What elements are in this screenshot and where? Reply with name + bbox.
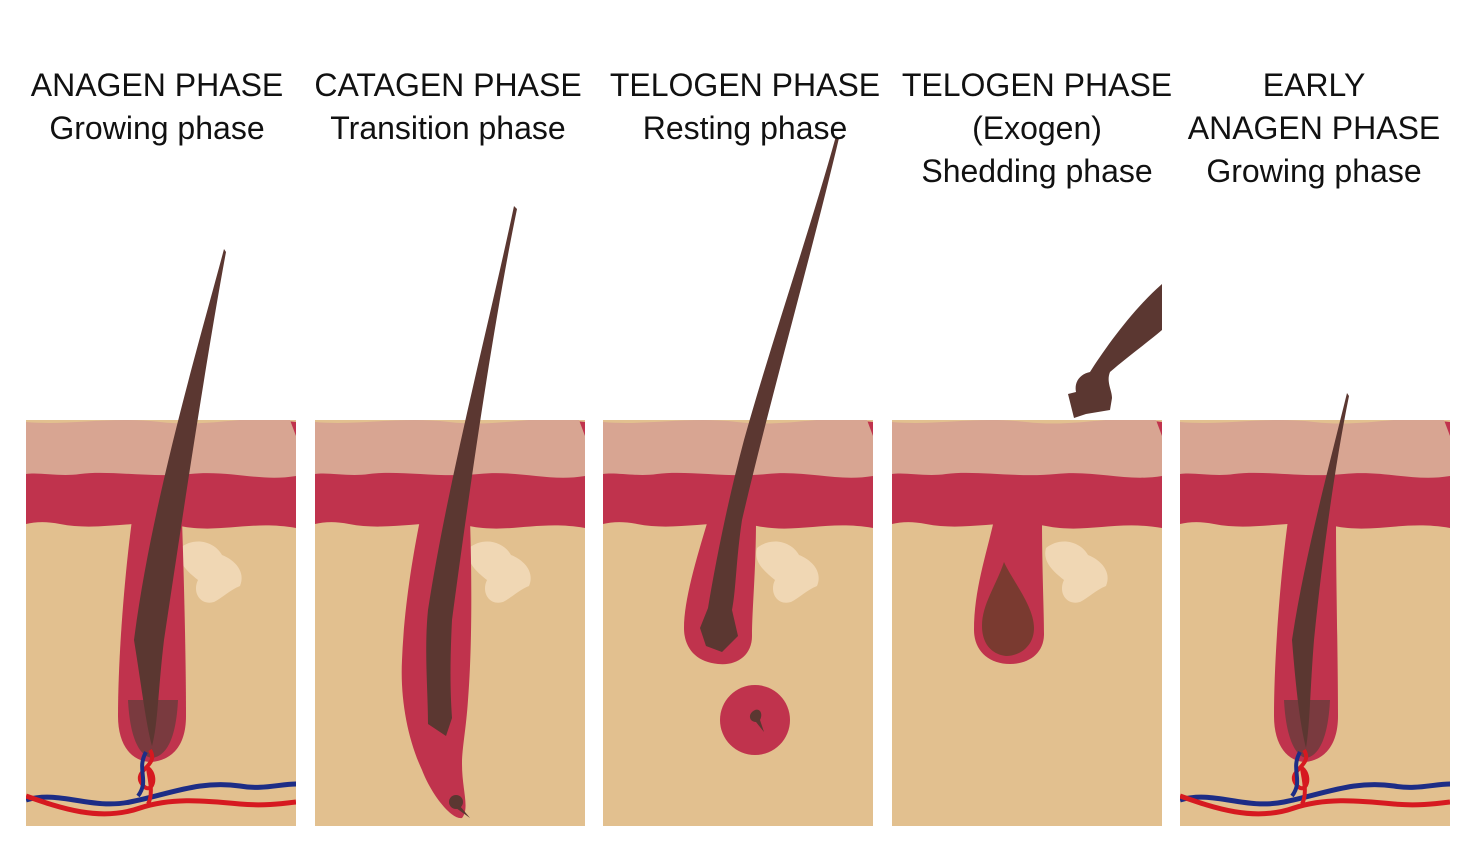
phase-title-line: (Exogen) — [972, 110, 1102, 146]
club-hair-shaft — [700, 136, 839, 652]
panel-catagen — [315, 206, 585, 826]
capillary-loop — [137, 748, 156, 805]
hair-shaft — [134, 249, 226, 746]
panel-anagen — [26, 249, 296, 826]
epidermis-layer — [315, 420, 585, 478]
papilla-core — [749, 709, 764, 732]
capillary-loop — [1291, 748, 1310, 805]
phase-title-anagen: ANAGEN PHASE Growing phase — [7, 64, 307, 150]
phase-subtitle-line: Shedding phase — [921, 153, 1153, 189]
phase-subtitle-line: Resting phase — [642, 110, 848, 146]
phase-subtitle-line: Growing phase — [49, 110, 265, 146]
phase-title-line: ANAGEN PHASE — [30, 67, 284, 103]
dermal-papilla — [449, 795, 463, 809]
phase-title-telogen: TELOGEN PHASE Resting phase — [595, 64, 895, 150]
sebaceous-gland — [179, 541, 242, 603]
new-hair-shaft — [1292, 393, 1349, 748]
phase-title-line: EARLY — [1262, 67, 1366, 103]
artery — [1180, 793, 1450, 817]
artery — [26, 793, 296, 817]
phase-title-line: TELOGEN PHASE — [609, 67, 881, 103]
capillary-loop-vein — [1290, 751, 1302, 798]
epidermis-layer — [603, 420, 873, 478]
epidermis-layer — [26, 420, 296, 478]
phase-title-line: ANAGEN PHASE — [1187, 110, 1441, 146]
panel-exogen — [892, 284, 1162, 826]
capillary-loop-vein — [136, 751, 148, 798]
panel-telogen — [603, 136, 873, 826]
empty-follicle-germ — [982, 562, 1034, 656]
phase-title-catagen: CATAGEN PHASE Transition phase — [298, 64, 598, 150]
panel-early-anagen — [1180, 393, 1450, 826]
vein — [1180, 781, 1450, 807]
papilla-tail — [456, 806, 470, 818]
epidermis-layer — [892, 420, 1162, 478]
phase-title-exogen: TELOGEN PHASE (Exogen) Shedding phase — [887, 64, 1187, 193]
phase-title-line: CATAGEN PHASE — [314, 67, 582, 103]
sebaceous-gland — [1045, 541, 1108, 603]
sebaceous-gland — [756, 541, 819, 603]
epidermis-layer — [1180, 420, 1450, 478]
phase-subtitle-line: Transition phase — [330, 110, 566, 146]
vein — [26, 781, 296, 807]
shed-hair — [1068, 284, 1162, 418]
phase-title-early-anagen: EARLY ANAGEN PHASE Growing phase — [1164, 64, 1464, 193]
hair-shaft — [426, 206, 517, 736]
phase-title-line: TELOGEN PHASE — [901, 67, 1173, 103]
sebaceous-gland — [468, 541, 531, 603]
phase-subtitle-line: Growing phase — [1206, 153, 1422, 189]
